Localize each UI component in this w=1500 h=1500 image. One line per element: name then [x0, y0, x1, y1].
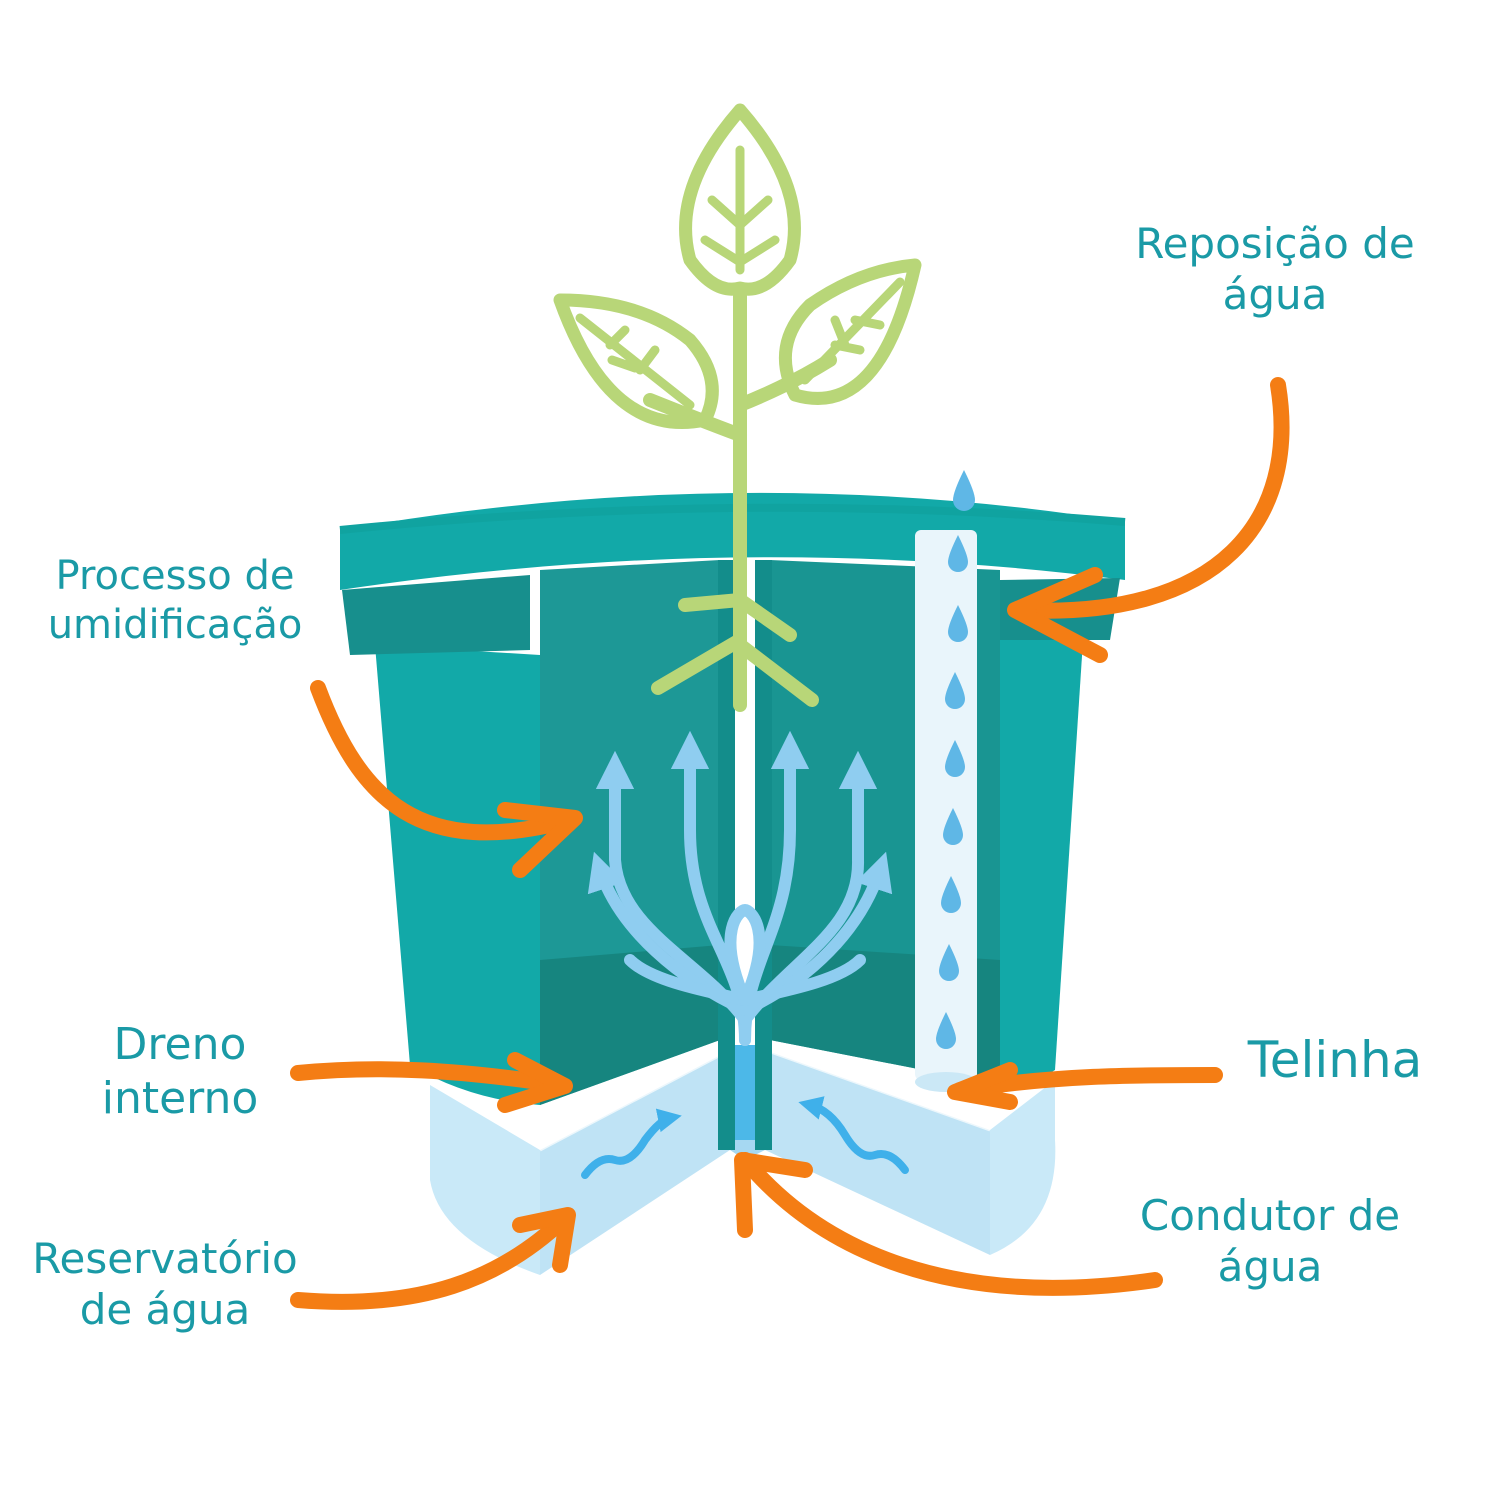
label-processo-line1: Processo de — [55, 553, 295, 599]
label-reservatorio-line1: Reservatório — [32, 1234, 298, 1283]
label-condutor-de-agua: Condutor de água — [1110, 1190, 1430, 1292]
pointer-arrow-icon — [290, 377, 1290, 1310]
water-drop-icon — [936, 470, 975, 1049]
label-condutor-line1: Condutor de — [1139, 1191, 1401, 1240]
reservoir-flow-arrows — [581, 1096, 909, 1179]
water-refill-tube — [915, 530, 977, 1092]
label-dreno-interno: Dreno interno — [70, 1018, 290, 1125]
plant-icon — [553, 103, 922, 712]
label-telinha-line1: Telinha — [1247, 1031, 1423, 1089]
label-telinha: Telinha — [1225, 1030, 1445, 1091]
label-reposicao-line1: Reposição de — [1135, 219, 1415, 268]
label-processo-line2: umidificação — [47, 601, 303, 648]
label-dreno-line1: Dreno — [113, 1019, 247, 1070]
label-processo-de-umidificacao: Processo de umidificação — [30, 552, 320, 650]
pot — [339, 492, 1126, 1150]
label-reservatorio-line2: de água — [79, 1285, 251, 1335]
label-dreno-line2: interno — [101, 1072, 259, 1124]
humidification-flow — [587, 730, 893, 1046]
label-reposicao-de-agua: Reposição de água — [1110, 218, 1440, 320]
label-reservatorio-de-agua: Reservatório de água — [10, 1233, 320, 1335]
label-condutor-line2: água — [1217, 1242, 1323, 1292]
label-reposicao-line2: água — [1222, 270, 1328, 320]
